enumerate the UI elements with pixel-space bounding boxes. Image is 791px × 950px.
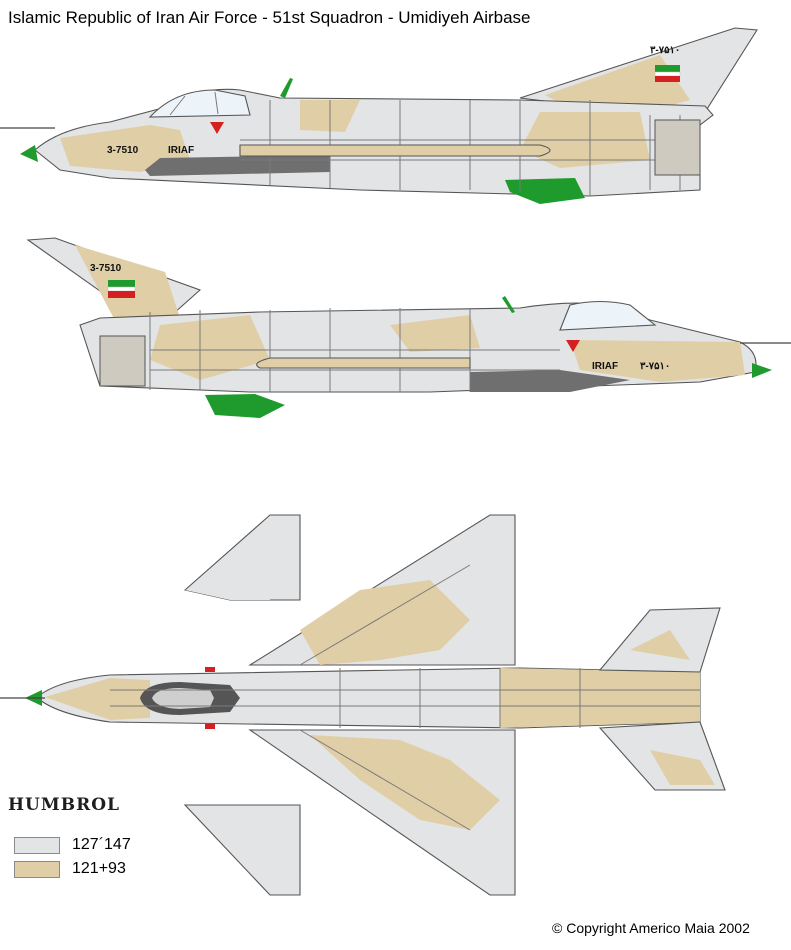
- legend-label-sand: 121+93: [72, 860, 126, 877]
- legend-row-sand: 121+93: [14, 860, 126, 878]
- separate-wing-lower: [183, 804, 301, 896]
- canopy-left: [148, 89, 251, 118]
- legend-swatch-sand: [14, 860, 60, 878]
- serial-latin-right: 3-7510: [90, 263, 122, 274]
- wing-lower-camo: [310, 735, 500, 830]
- drop-tank-right: [256, 357, 471, 369]
- fuselage-camo-rear: [500, 668, 700, 728]
- nose-cone-left: [20, 145, 38, 162]
- drop-tank-left: [239, 144, 551, 157]
- ventral-fin-left: [505, 178, 585, 204]
- legend-label-grey: 127´147: [72, 836, 131, 853]
- service-left: IRIAF: [168, 145, 194, 156]
- ventral-fin-right: [205, 394, 285, 418]
- legend-row-grey: 127´147: [14, 836, 131, 854]
- intake-stripe-right: [470, 370, 630, 392]
- copyright-notice: © Copyright Americo Maia 2002: [552, 920, 750, 936]
- serial-latin-left: 3-7510: [107, 145, 139, 156]
- roundel-right: [566, 340, 580, 352]
- serial-persian-right: ۳-۷۵۱۰: [640, 361, 670, 372]
- humbrol-logo: HUMBROL: [8, 795, 120, 815]
- dorsal-antenna-right: [502, 296, 515, 313]
- canopy-right: [559, 300, 657, 331]
- nose-cone-right: [752, 363, 772, 378]
- camo-right-mid: [390, 315, 480, 352]
- wing-upper-camo: [300, 580, 470, 665]
- legend-swatch-grey: [14, 836, 60, 854]
- camo-right-tail: [150, 315, 270, 380]
- fin-flash-left: [655, 65, 680, 72]
- camo-right-nose: [570, 340, 745, 382]
- fuselage-camo-front: [45, 678, 150, 720]
- fin-flash-right: [108, 280, 135, 287]
- serial-persian-left: ۳-۷۵۱۰: [650, 45, 680, 56]
- service-right: IRIAF: [592, 361, 618, 372]
- sheet-title: Islamic Republic of Iran Air Force - 51s…: [8, 8, 531, 27]
- roundel-left: [210, 122, 224, 134]
- dorsal-antenna: [280, 78, 293, 98]
